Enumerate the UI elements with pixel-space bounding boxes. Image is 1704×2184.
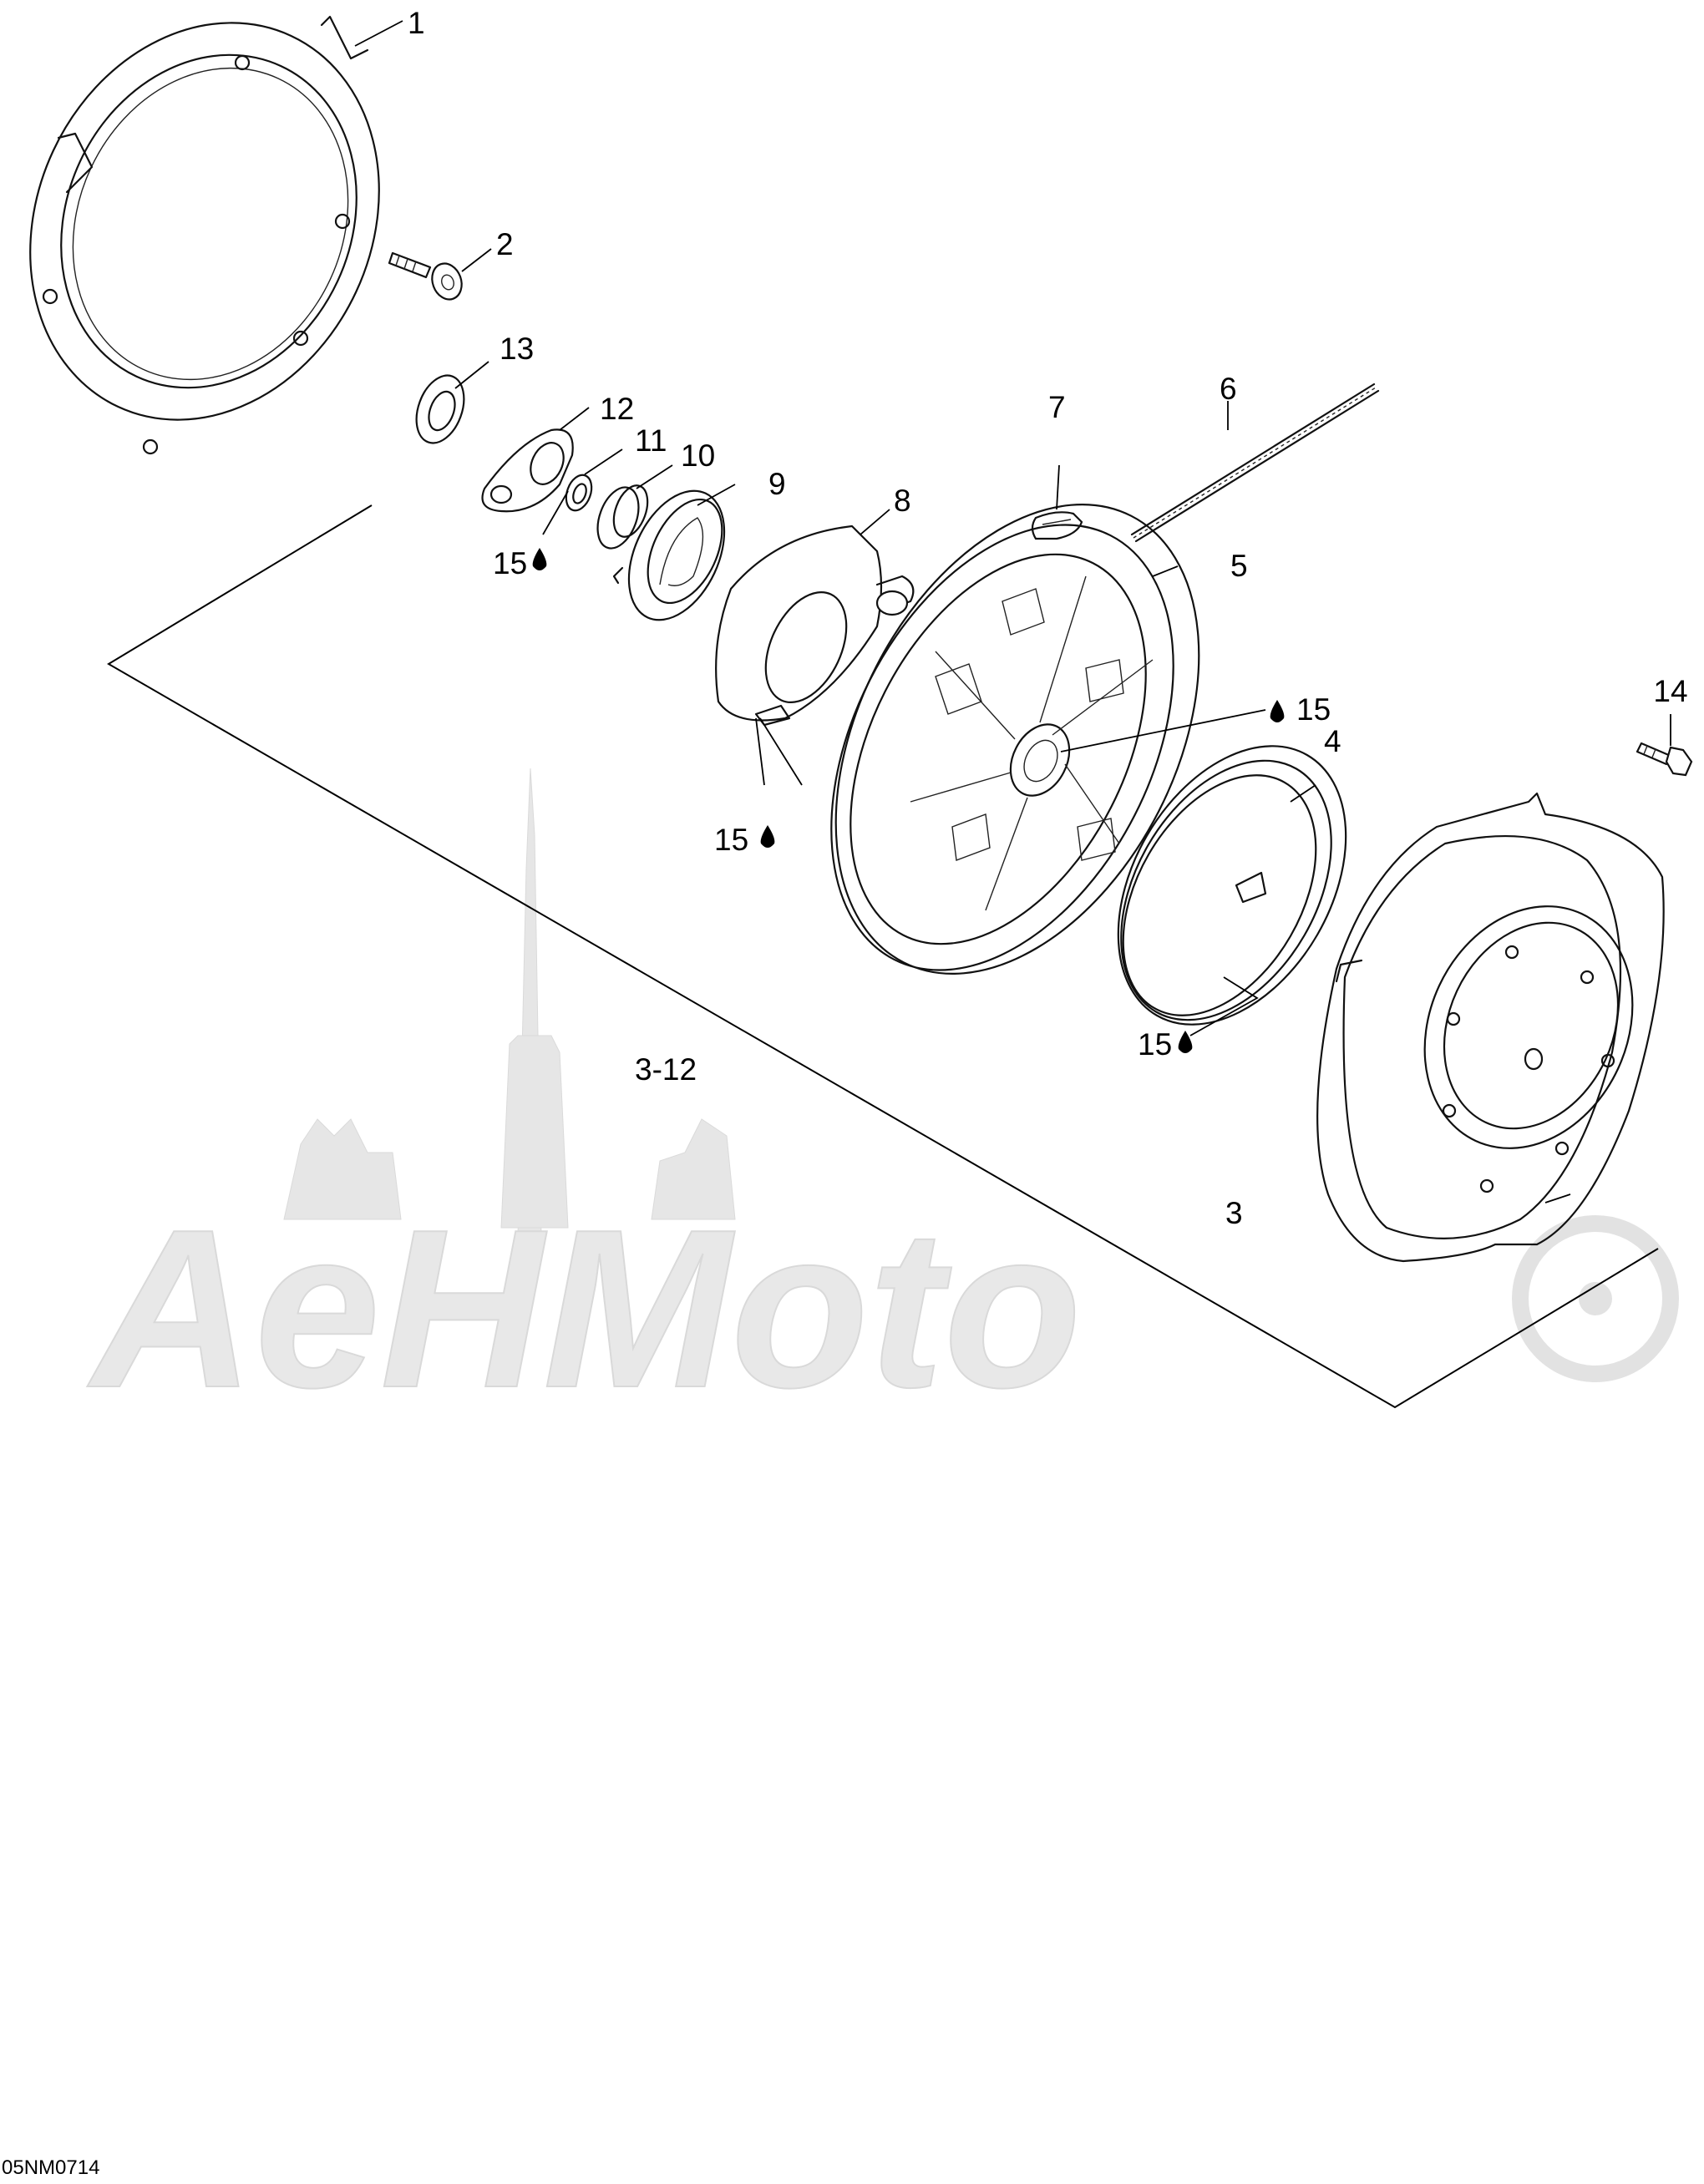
part-10-bushing	[596, 484, 649, 550]
part-5-rope-pulley	[830, 504, 1200, 975]
part-8-cam-plate	[715, 524, 915, 727]
callout-1: 1	[408, 6, 425, 40]
callout-15-spring: 15	[1138, 1027, 1172, 1062]
watermark: AeHMoto	[84, 768, 1679, 1436]
callout-5: 5	[1230, 549, 1248, 583]
part-9-spring-housing	[612, 489, 726, 621]
callout-6: 6	[1220, 372, 1237, 406]
callout-7: 7	[1048, 390, 1066, 424]
callout-3: 3	[1225, 1196, 1243, 1230]
oil-drop-icon	[1178, 1031, 1193, 1053]
part-3-starter-housing	[1316, 792, 1665, 1263]
oil-drop-icon	[1270, 700, 1285, 722]
assembly-bracket	[107, 504, 1659, 1409]
part-12-plate	[481, 428, 574, 513]
callout-12: 12	[600, 392, 634, 426]
part-1-ring-plate	[29, 15, 380, 455]
callout-labels: 1 2 13 12 11 10 9 8 7 6 5 15 4 14 15 15 …	[408, 6, 1688, 1230]
part-4-recoil-spring	[1117, 745, 1347, 1026]
part-2-bolt	[388, 251, 463, 301]
callout-11: 11	[635, 423, 667, 458]
part-14-screw	[1636, 742, 1693, 777]
callout-2: 2	[496, 227, 514, 261]
callout-15-plate: 15	[493, 546, 527, 580]
callout-10: 10	[681, 438, 715, 473]
leader-lines	[354, 20, 1671, 1203]
figure-code: 05NM0714	[2, 2156, 99, 2179]
callout-14: 14	[1653, 674, 1687, 708]
oil-drop-icon	[532, 548, 547, 570]
callout-13: 13	[500, 332, 534, 366]
callout-4: 4	[1324, 724, 1341, 758]
part-6-rope	[1130, 383, 1380, 543]
part-13-star-washer	[415, 374, 465, 444]
callout-9: 9	[768, 467, 786, 501]
callout-15-cam: 15	[714, 823, 748, 857]
oil-drop-icon	[760, 825, 775, 848]
oil-drop-icons	[532, 548, 1285, 1053]
callout-15-pulley: 15	[1296, 692, 1331, 727]
part-11-washer	[565, 474, 593, 512]
callout-8: 8	[894, 484, 911, 518]
watermark-text: AeHMoto	[85, 1183, 1082, 1435]
callout-3-12: 3-12	[635, 1052, 697, 1087]
